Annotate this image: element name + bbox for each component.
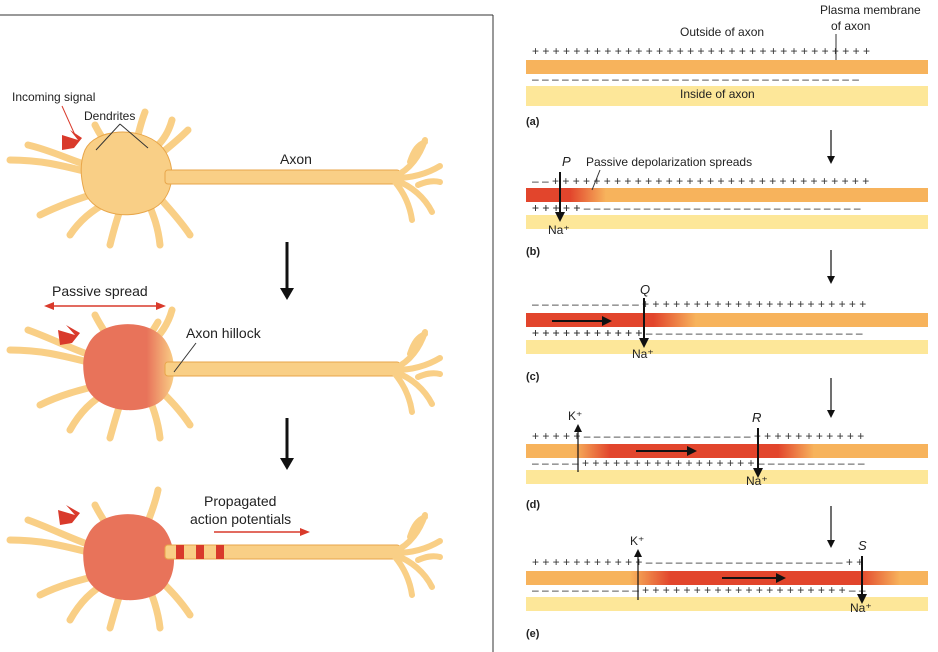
panel-b-top: – – + + + + + + + + + + + + + + + + + + … [532,174,869,188]
panel-d-bottom: – – – – – + + + + + + + + + + + + + + + … [532,456,865,470]
step-arrow-2-head [280,458,294,470]
panel-d: + + + + + – – – – – – – – – – – – – – – … [526,429,928,484]
svg-text:+ + + + +: + + + + + [532,201,580,215]
na-label-b: Na⁺ [548,223,570,237]
plasma-membrane-label-1: Plasma membrane [820,3,921,17]
panel-a: + + + + + + + + + + + + + + + + + + + + … [526,44,928,106]
panel-e-label: (e) [526,628,540,640]
panel-d-label: (d) [526,499,540,511]
panel-e-top: + + + + + + + + + + + – – – – – – – – – … [532,555,863,569]
na-label-d: Na⁺ [746,474,768,488]
point-s: S [858,538,867,553]
passive-depolarization-label: Passive depolarization spreads [586,155,752,169]
point-p: P [562,154,571,169]
incoming-signal-label: Incoming signal [12,90,95,104]
neuron-3 [6,486,443,632]
incoming-signal-pointer [61,105,76,136]
outside-axon-label: Outside of axon [680,25,764,39]
axon-hillock-label: Axon hillock [186,325,262,341]
svg-text:+ + + + + + + + + + +: + + + + + + + + + + + [532,326,642,340]
na-label-c: Na⁺ [632,347,654,361]
signal-mark [62,130,82,150]
panel-c: – – – – – – – – – – – + + + + + + + + + … [526,297,928,354]
propagated-label-2: action potentials [190,511,291,527]
panel-d-top: + + + + + – – – – – – – – – – – – – – – … [532,429,864,443]
panel-e-bottom: – – – – – – – – – – – + + + + + + + + + … [532,583,866,597]
panel-c-label: (c) [526,371,540,383]
panel-a-plus: + + + + + + + + + + + + + + + + + + + + … [532,44,870,58]
k-label-d: K⁺ [568,409,582,423]
panel-b-bottom: + + + + + – – – – – – – – – – – – – – – … [532,201,861,215]
axon-hillock-pointer [173,342,197,373]
panel-c-bottom: + + + + + + + + + + + – – – – – – – – – … [532,326,863,340]
point-q: Q [640,282,650,297]
neuron-2 [6,306,443,442]
ap-segment-3 [216,545,224,559]
point-r: R [752,410,761,425]
ap-segment-1 [176,545,184,559]
passive-spread-label: Passive spread [52,283,148,299]
ap-segment-2 [196,545,204,559]
panel-c-top: – – – – – – – – – – – + + + + + + + + + … [532,297,866,311]
inside-axon-label: Inside of axon [680,87,755,101]
panel-a-minus: – – – – – – – – – – – – – – – – – – – – … [532,72,859,86]
panel-b: – – + + + + + + + + + + + + + + + + + + … [526,174,928,229]
propagated-label-1: Propagated [204,493,276,509]
dendrites-pointer-1 [95,123,121,151]
dendrites-label: Dendrites [84,109,135,123]
plasma-membrane-label-2: of axon [831,19,870,33]
panel-a-label: (a) [526,116,540,128]
neuron-1 [6,108,443,249]
step-arrow-1-head [280,288,294,300]
na-label-e: Na⁺ [850,601,872,615]
axon-label: Axon [280,151,312,167]
panel-b-label: (b) [526,246,540,258]
k-label-e: K⁺ [630,534,644,548]
dendrites-pointer-2 [119,123,149,149]
